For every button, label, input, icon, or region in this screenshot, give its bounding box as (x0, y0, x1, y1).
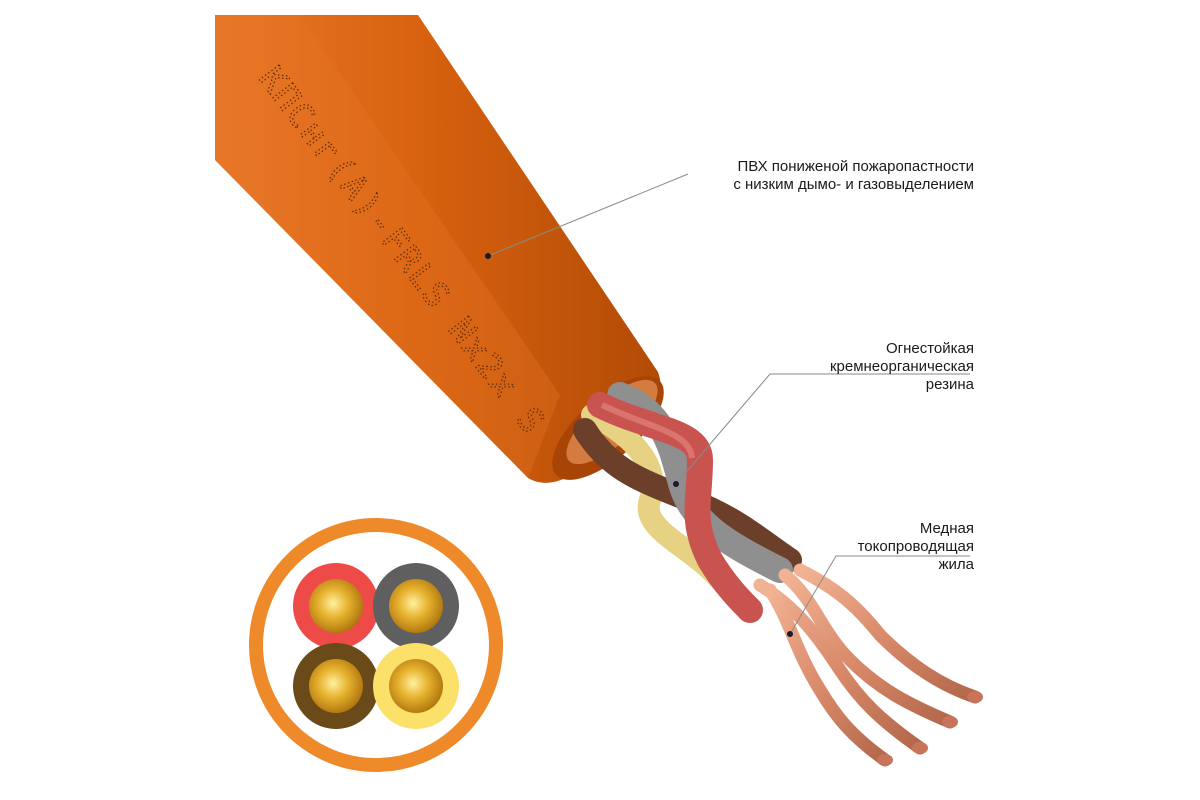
cross-section-core-brown (293, 643, 379, 729)
callout-insulation-material: Огнестойкая кремнеорганическая резина (830, 340, 974, 394)
cross-section (249, 518, 503, 772)
callout-conductor-line3: жила (938, 556, 974, 573)
cross-section-core-yellow (373, 643, 459, 729)
callout-insulation-line3: резина (925, 376, 974, 393)
twisted-cores (573, 382, 802, 623)
leader-dots (485, 253, 793, 637)
leader-line-insulation (675, 373, 970, 485)
copper-conductors (753, 563, 983, 767)
callout-conductor-line2: токопроводящая (857, 538, 974, 555)
callout-sheath-material: ПВХ пониженой пожаропастности с низким д… (733, 158, 974, 194)
callout-sheath-line2: с низким дымо- и газовыделением (733, 176, 974, 193)
cross-section-core-red (293, 563, 379, 649)
leader-line-conductor (789, 555, 970, 635)
leader-line-sheath (487, 173, 689, 257)
callout-conductor-material: Медная токопроводящая жила (858, 520, 974, 574)
callout-insulation-line1: Огнестойкая (885, 340, 974, 357)
cross-section-core-gray (373, 563, 459, 649)
callout-insulation-line2: кремнеорганическая (829, 358, 974, 375)
callout-conductor-line1: Медная (919, 520, 974, 537)
conductor-tips (877, 691, 983, 766)
callout-sheath-line1: ПВХ пониженой пожаропастности (737, 158, 974, 175)
leader-lines (487, 173, 970, 635)
